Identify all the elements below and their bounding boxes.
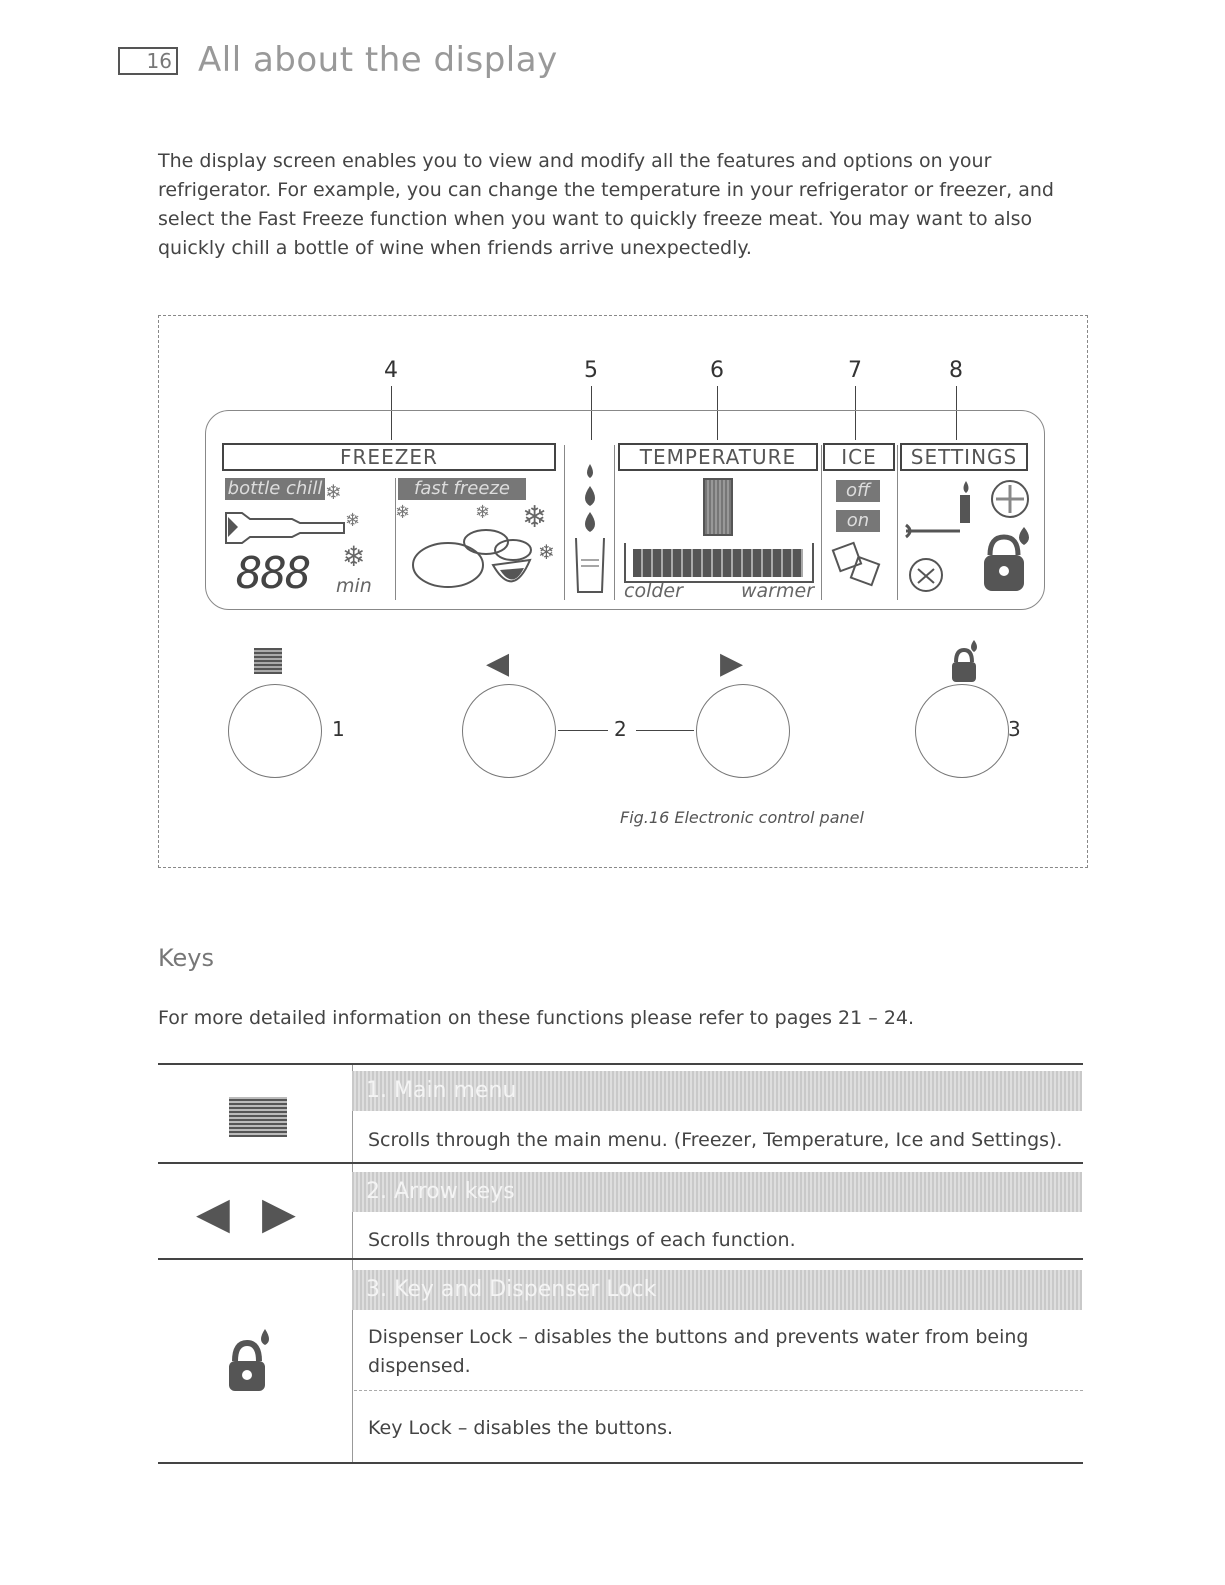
snowflake-icon: ❄ xyxy=(345,510,361,531)
row-title-main-menu: 1. Main menu xyxy=(352,1071,1082,1111)
callout-4: 4 xyxy=(384,358,398,383)
right-arrow-button[interactable] xyxy=(696,684,790,778)
lock-drop-icon xyxy=(229,1329,269,1391)
left-arrow-icon: ◀ xyxy=(196,1188,230,1239)
page-number: 16 xyxy=(118,47,178,75)
right-arrow-icon: ▶ xyxy=(720,646,744,681)
table-column-divider xyxy=(352,1065,353,1463)
settings-label: SETTINGS xyxy=(900,443,1028,471)
food-icon xyxy=(412,529,532,588)
table-rule xyxy=(158,1063,1083,1065)
connector-line xyxy=(558,730,608,731)
ice-label: ICE xyxy=(823,443,895,471)
button-number-1: 1 xyxy=(332,717,345,741)
colder-label: colder xyxy=(624,580,683,602)
display-panel xyxy=(205,410,1045,610)
snowflake-icon: ❄ xyxy=(395,502,411,523)
intro-paragraph: The display screen enables you to view a… xyxy=(158,150,1054,259)
settings-icons xyxy=(905,480,1029,592)
figure-caption: Fig.16 Electronic control panel xyxy=(620,808,864,827)
wrench-icon xyxy=(905,523,960,539)
drop-icon xyxy=(575,464,605,593)
temperature-label: TEMPERATURE xyxy=(618,443,818,471)
row-title-key-dispenser-lock: 3. Key and Dispenser Lock xyxy=(352,1270,1082,1310)
lock-drop-icon xyxy=(952,640,977,682)
divider xyxy=(897,445,898,600)
row-text-key-lock: Key Lock – disables the buttons. xyxy=(368,1417,674,1439)
row-text-dispenser-lock: Dispenser Lock – disables the buttons an… xyxy=(368,1326,1029,1377)
page-title: All about the display xyxy=(198,40,558,80)
bottle-icon xyxy=(225,512,345,544)
bottle-chill-indicator: bottle chill xyxy=(225,478,325,500)
row-text-arrow-keys: Scrolls through the settings of each fun… xyxy=(368,1229,796,1251)
callout-6: 6 xyxy=(710,358,724,383)
drop-icon xyxy=(963,481,969,493)
row-text-main-menu: Scrolls through the main menu. (Freezer,… xyxy=(368,1129,1063,1151)
button-number-3: 3 xyxy=(1008,717,1021,741)
divider xyxy=(821,445,822,600)
table-rule xyxy=(158,1162,1083,1164)
snowflake-icon: ❄ xyxy=(538,540,555,564)
main-menu-button[interactable] xyxy=(228,684,322,778)
keys-heading: Keys xyxy=(158,944,215,972)
left-arrow-button[interactable] xyxy=(462,684,556,778)
temperature-digit xyxy=(703,478,733,536)
mute-icon xyxy=(909,558,943,592)
temperature-bar-frame xyxy=(624,543,814,583)
freezer-label: FREEZER xyxy=(222,443,556,471)
snowflake-icon: ❄ xyxy=(475,502,491,523)
leader-line xyxy=(855,386,856,440)
divider xyxy=(564,445,565,600)
snowflake-icon: ❄ xyxy=(522,500,548,535)
lock-button[interactable] xyxy=(915,684,1009,778)
keys-intro: For more detailed information on these f… xyxy=(158,1007,915,1029)
row-divider xyxy=(354,1390,1083,1391)
callout-7: 7 xyxy=(848,358,862,383)
row-title-arrow-keys: 2. Arrow keys xyxy=(352,1172,1082,1212)
button-number-2: 2 xyxy=(614,717,627,741)
connector-line xyxy=(636,730,694,731)
callout-5: 5 xyxy=(584,358,598,383)
snowflake-icon: ❄ xyxy=(342,540,366,573)
leader-line xyxy=(591,386,592,440)
divider xyxy=(395,478,396,600)
ice-cubes-icon xyxy=(831,541,881,587)
padlock-icon xyxy=(987,534,1021,556)
timer-digits: 888 xyxy=(236,548,311,599)
right-arrow-icon: ▶ xyxy=(262,1188,296,1239)
leader-line xyxy=(717,386,718,440)
ice-on-indicator: on xyxy=(836,510,880,532)
filter-icon xyxy=(991,480,1029,518)
menu-icon xyxy=(254,648,282,674)
leader-line xyxy=(391,386,392,440)
fast-freeze-indicator: fast freeze xyxy=(398,478,526,500)
min-label: min xyxy=(336,575,372,597)
menu-icon xyxy=(229,1097,287,1137)
ice-off-indicator: off xyxy=(836,480,880,502)
leader-line xyxy=(956,386,957,440)
left-arrow-icon: ◀ xyxy=(486,646,510,681)
table-rule xyxy=(158,1462,1083,1464)
callout-8: 8 xyxy=(949,358,963,383)
figure-frame xyxy=(158,315,1088,868)
temperature-bar xyxy=(633,549,803,577)
table-rule xyxy=(158,1258,1083,1260)
divider xyxy=(614,445,615,600)
snowflake-icon: ❄ xyxy=(325,480,342,504)
warmer-label: warmer xyxy=(741,580,815,602)
